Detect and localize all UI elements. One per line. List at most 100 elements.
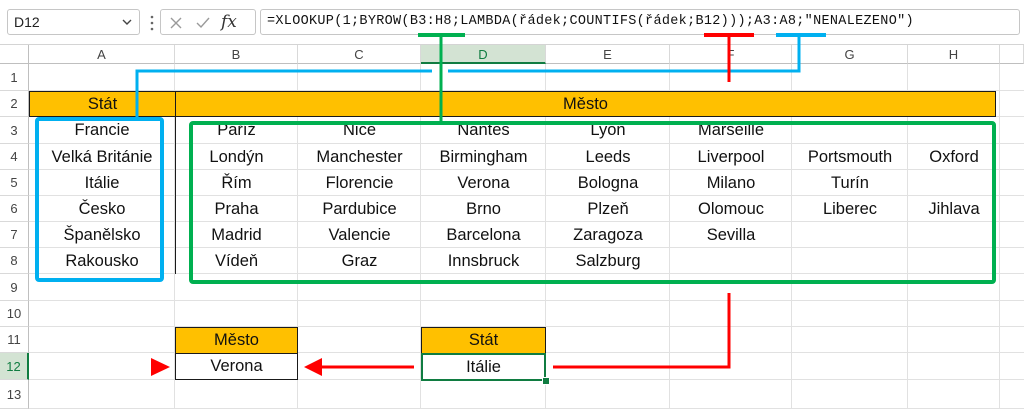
city-cell[interactable]: Bologna [577, 174, 639, 192]
row-header-10[interactable]: 10 [0, 301, 29, 327]
city-cell[interactable]: Madrid [211, 226, 262, 244]
city-cell[interactable]: Plzeň [587, 200, 629, 218]
blue-connector [448, 37, 801, 73]
country-cell[interactable]: Česko [78, 200, 126, 218]
row-header-5[interactable]: 5 [0, 170, 29, 196]
chevron-down-icon[interactable] [121, 16, 133, 28]
city-cell[interactable]: Vídeň [214, 252, 259, 270]
gridline-row [29, 273, 1024, 274]
city-cell[interactable]: Paříž [217, 121, 256, 139]
country-cell[interactable]: Rakousko [65, 252, 139, 270]
row-header-1[interactable]: 1 [0, 64, 29, 91]
city-cell[interactable]: Brno [466, 200, 501, 218]
city-cell[interactable]: Innsbruck [447, 252, 520, 270]
gridline-col [999, 64, 1000, 409]
column-header-h[interactable]: H [908, 45, 1000, 64]
result-header-label: Stát [468, 331, 499, 349]
country-cell[interactable]: Španělsko [63, 226, 141, 244]
row-header-9[interactable]: 9 [0, 274, 29, 301]
city-cell[interactable]: Londýn [209, 148, 264, 166]
gridline-col [669, 64, 670, 409]
city-cell[interactable]: Valencie [328, 226, 391, 244]
gridline-col [791, 64, 792, 409]
city-cell[interactable]: Leeds [585, 148, 631, 166]
name-box-value: D12 [14, 14, 40, 30]
country-cell[interactable]: Velká Británie [51, 148, 153, 166]
city-cell[interactable]: Oxford [929, 148, 979, 166]
city-cell[interactable]: Řím [221, 174, 252, 192]
city-cell[interactable]: Portsmouth [807, 148, 893, 166]
enter-icon[interactable] [195, 16, 211, 30]
city-cell[interactable]: Jihlava [928, 200, 980, 218]
row-header-6[interactable]: 6 [0, 196, 29, 222]
column-header-c[interactable]: C [298, 45, 421, 64]
select-all-corner[interactable] [0, 45, 29, 64]
country-cell[interactable]: Itálie [84, 174, 120, 192]
country-header-cell[interactable]: Stát [29, 91, 176, 117]
gridline-row [29, 90, 1024, 91]
row-header-3[interactable]: 3 [0, 117, 29, 144]
result-value: Itálie [466, 358, 501, 376]
city-cell[interactable]: Pardubice [322, 200, 397, 218]
gridline-row [29, 247, 1024, 248]
city-cell[interactable]: Florencie [325, 174, 394, 192]
lookup-header-cell[interactable]: Město [175, 327, 298, 354]
formula-bar: D12 fx =XLOOKUP(1;BYROW(B3:H8;LAMBDA(řád… [0, 0, 1024, 45]
city-cell[interactable]: Marseille [697, 121, 765, 139]
row-header-11[interactable]: 11 [0, 327, 29, 353]
gridline-col [545, 64, 546, 409]
city-cell[interactable]: Salzburg [575, 252, 641, 270]
city-cell[interactable]: Nantes [457, 121, 510, 139]
city-cell[interactable]: Olomouc [697, 200, 765, 218]
column-header-e[interactable]: E [546, 45, 670, 64]
gridline-row [29, 326, 1024, 327]
more-options-icon[interactable] [149, 14, 155, 32]
column-header-g[interactable]: G [792, 45, 908, 64]
country-header-label: Stát [87, 95, 118, 113]
city-cell[interactable]: Verona [457, 174, 510, 192]
city-cell[interactable]: Liberec [822, 200, 878, 218]
result-value-cell[interactable]: Itálie [421, 353, 546, 381]
cancel-icon[interactable] [169, 16, 183, 30]
insert-function-button[interactable]: fx [221, 12, 237, 32]
gridline-col [907, 64, 908, 409]
city-header-cell[interactable]: Město [175, 91, 996, 117]
city-cell[interactable]: Sevilla [706, 226, 756, 244]
city-cell[interactable]: Manchester [316, 148, 403, 166]
row-header-8[interactable]: 8 [0, 248, 29, 274]
gridline-row [29, 169, 1024, 170]
city-cell[interactable]: Birmingham [439, 148, 528, 166]
lookup-header-label: Město [214, 331, 259, 349]
city-cell[interactable]: Nice [342, 121, 376, 139]
city-cell[interactable]: Graz [341, 252, 378, 270]
column-header-b[interactable]: B [175, 45, 298, 64]
red-arrowhead-icon [304, 358, 322, 376]
cities-range-box [189, 121, 996, 284]
formula-text: =XLOOKUP(1;BYROW(B3:H8;LAMBDA(řádek;COUN… [267, 14, 914, 29]
city-cell[interactable]: Turín [831, 174, 869, 192]
formula-input[interactable]: =XLOOKUP(1;BYROW(B3:H8;LAMBDA(řádek;COUN… [260, 9, 1020, 35]
row-header-2[interactable]: 2 [0, 91, 29, 117]
country-cell[interactable]: Francie [74, 121, 130, 139]
city-cell[interactable]: Barcelona [446, 226, 521, 244]
column-header-a[interactable]: A [29, 45, 175, 64]
city-cell[interactable]: Liverpool [697, 148, 765, 166]
name-box[interactable]: D12 [7, 9, 140, 35]
city-cell[interactable]: Praha [214, 200, 259, 218]
gridline-col [174, 64, 175, 409]
gridline-row [29, 195, 1024, 196]
gridline-row [29, 221, 1024, 222]
column-header-d[interactable]: D [421, 45, 546, 64]
city-cell[interactable]: Lyon [590, 121, 626, 139]
row-header-4[interactable]: 4 [0, 144, 29, 170]
row-header-12[interactable]: 12 [0, 353, 29, 380]
result-header-cell[interactable]: Stát [421, 327, 546, 354]
city-cell[interactable]: Zaragoza [573, 226, 643, 244]
row-header-7[interactable]: 7 [0, 222, 29, 248]
lookup-value-cell[interactable]: Verona [175, 353, 298, 380]
gridline-col [420, 64, 421, 409]
city-cell[interactable]: Milano [706, 174, 756, 192]
fill-handle[interactable] [542, 377, 550, 385]
red-connector-bottom [553, 293, 731, 369]
